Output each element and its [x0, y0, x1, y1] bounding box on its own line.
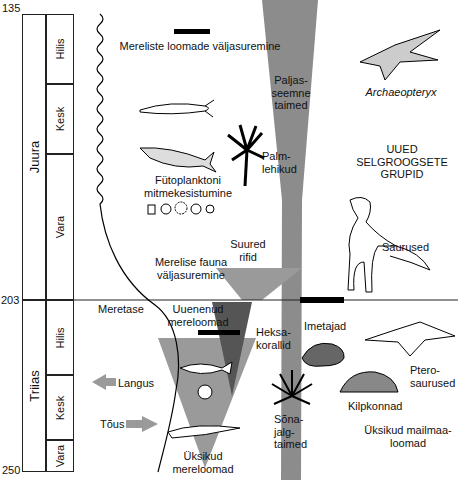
palm	[228, 125, 264, 186]
plankton	[148, 205, 155, 214]
period-name: Triias	[28, 370, 41, 401]
group-heading: UUED SELGROOGSETE GRUPID	[354, 143, 450, 181]
plant-label: Sõna- jalg- taimed	[274, 413, 312, 451]
event-label: Mereliste loomade väljasuremine	[110, 40, 290, 53]
event-label: Merelise fauna väljasuremine	[146, 256, 236, 281]
mammal	[302, 343, 344, 366]
curve-label: Meretase	[98, 303, 144, 316]
sea-level-curve	[97, 14, 178, 472]
axis-number: 203	[1, 294, 19, 307]
palm-fronds	[228, 125, 264, 160]
time-cell: Hilis	[46, 14, 74, 84]
plant-label: Palm- lehikud	[262, 150, 306, 175]
axis-number: 135	[2, 2, 20, 15]
fall-arrow	[92, 374, 116, 390]
ichthyosaur-tail	[205, 100, 214, 117]
taxon-label: Kilpkonnad	[348, 400, 402, 413]
plankton	[206, 205, 214, 213]
extinction-bar	[174, 29, 210, 34]
fern	[272, 370, 312, 404]
marine-reptile	[140, 148, 216, 172]
pterosaur	[365, 322, 455, 356]
palm-trunk	[245, 150, 247, 186]
time-cell: Hilis	[46, 300, 74, 375]
period-name: Hilis	[55, 327, 66, 348]
rise-arrow	[126, 416, 158, 432]
fish	[180, 362, 232, 374]
plankton	[161, 204, 171, 214]
period-name: Vara	[55, 445, 66, 467]
time-cell: Kesk	[46, 84, 74, 154]
plant-label: Paljas- seemne taimed	[268, 74, 314, 112]
taxon-label: Saurused	[382, 241, 442, 254]
arrow-label: Tõus	[100, 418, 124, 431]
time-cell: Vara	[46, 440, 74, 472]
axis-number: 250	[2, 464, 20, 477]
plankton	[175, 202, 187, 214]
marine-reptile-triassic	[168, 426, 240, 438]
plankton	[191, 204, 201, 214]
taxon-label: Ptero- saurused	[410, 364, 460, 389]
event-label: Suured rifid	[226, 238, 270, 263]
turtle	[340, 372, 398, 392]
time-cell: Juura	[22, 14, 46, 300]
time-cell: Kesk	[46, 375, 74, 440]
time-cell: Triias	[22, 300, 46, 472]
period-name: Hilis	[55, 39, 66, 60]
period-name: Vara	[55, 216, 66, 238]
event-label: Uuenenud mereloomad	[158, 303, 238, 328]
arrow-label: Langus	[118, 377, 154, 390]
taxon-label: Heksa- korallid	[256, 326, 302, 351]
taxon-label: Imetajad	[304, 320, 346, 333]
marine-fauna-cone	[158, 338, 256, 468]
period-name: Kesk	[55, 107, 66, 131]
period-boundary	[74, 300, 458, 301]
reef-shape	[216, 268, 302, 300]
archaeopteryx	[360, 30, 440, 80]
phytoplankton	[148, 202, 214, 214]
period-name: Juura	[28, 141, 41, 174]
gymnosperm-band	[262, 0, 318, 480]
mammal-bar	[300, 297, 344, 303]
taxon-label: Archaeopteryx	[356, 86, 446, 99]
ammonite	[198, 385, 212, 399]
taxon-label: Üksikud mailmaa- loomad	[360, 424, 456, 449]
ichthyosaur	[140, 104, 209, 114]
extinction-bar	[198, 330, 240, 335]
period-name: Kesk	[55, 395, 66, 419]
time-cell: Vara	[46, 154, 74, 300]
event-label: Fütoplanktoni mitmekesistumine	[138, 174, 238, 199]
fern-fronds	[272, 370, 312, 404]
taxon-label: Üksikud mereloomad	[168, 450, 238, 475]
